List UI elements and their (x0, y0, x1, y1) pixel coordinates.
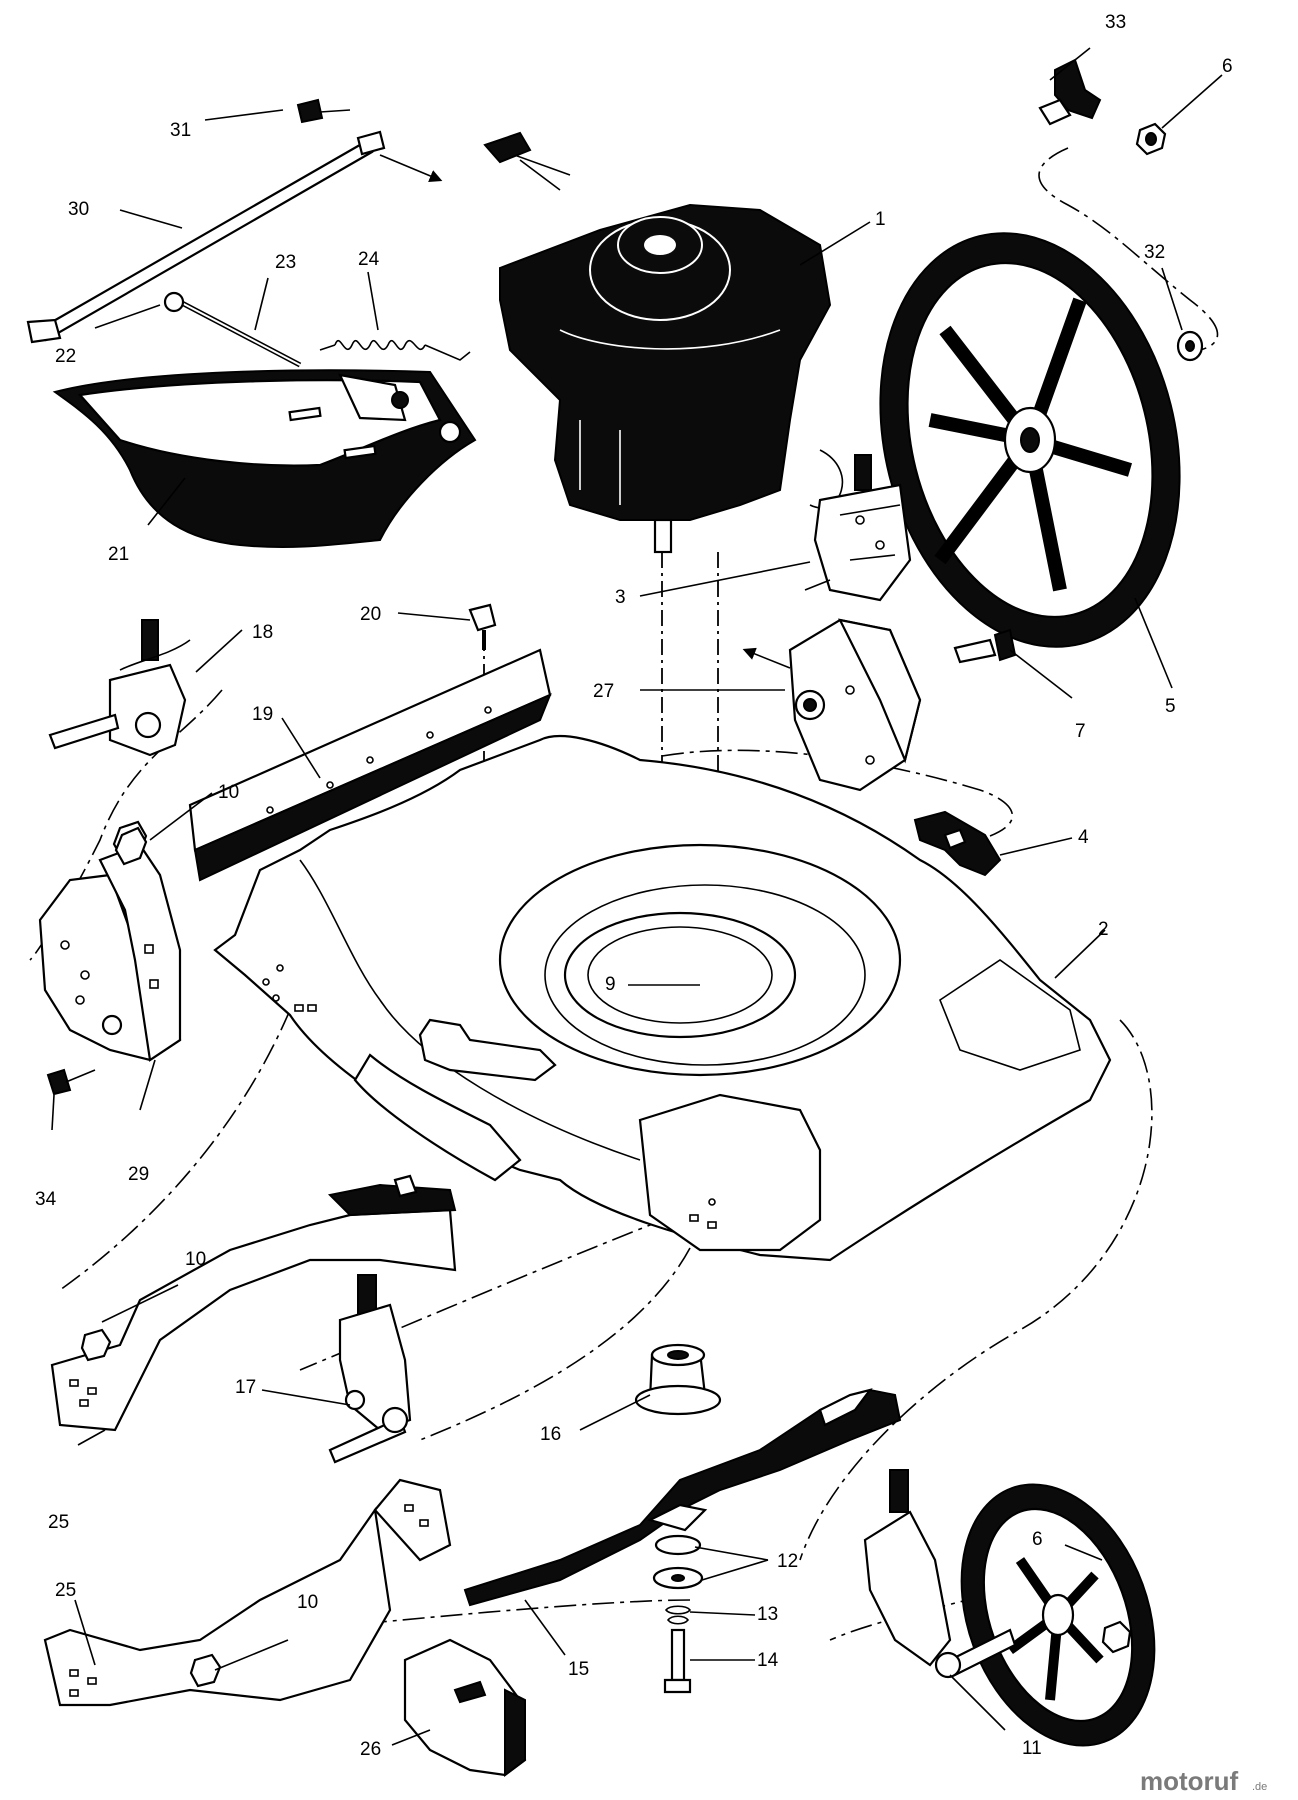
label-part-1: 1 (875, 209, 886, 230)
front-wheel-assembly (863, 1469, 1156, 1747)
label-part-23: 23 (275, 252, 296, 273)
label-part-7: 7 (1075, 721, 1086, 742)
label-part-24: 24 (358, 249, 380, 270)
label-part-17: 17 (235, 1377, 256, 1398)
label-part-19: 19 (252, 704, 273, 725)
wheel-hardware-top (1038, 58, 1204, 362)
watermark-brand: motoruf (1140, 1766, 1239, 1796)
watermark-domain: .de (1252, 1781, 1267, 1793)
label-part-25-a: 25 (48, 1512, 69, 1533)
engine (483, 131, 844, 554)
label-part-5: 5 (1165, 696, 1176, 717)
label-part-16: 16 (540, 1424, 561, 1445)
label-part-10-b: 10 (185, 1249, 206, 1270)
label-part-32: 32 (1144, 242, 1165, 263)
watermark: motoruf .de (1140, 1766, 1267, 1796)
rear-wheel-large (879, 232, 1181, 648)
label-part-27: 27 (593, 681, 614, 702)
mower-deck (213, 734, 1112, 1262)
height-adjuster-left-rear (48, 619, 191, 757)
label-part-14: 14 (757, 1650, 779, 1671)
nut-upper-left (114, 826, 148, 866)
blade-assembly (463, 1343, 902, 1694)
label-part-21: 21 (108, 544, 129, 565)
label-part-6-top: 6 (1222, 56, 1233, 77)
side-deflector-rear (43, 1478, 452, 1707)
label-part-15: 15 (568, 1659, 589, 1680)
side-plate-left (38, 820, 182, 1096)
leader-lines (51, 47, 1223, 1746)
height-adjuster-bracket (788, 618, 1017, 792)
label-part-10-a: 10 (218, 782, 239, 803)
height-adjuster-upper (804, 454, 912, 602)
label-part-2: 2 (1098, 919, 1109, 940)
rear-rod (26, 98, 443, 344)
side-deflector-front (50, 1174, 457, 1432)
label-part-6-bottom: 6 (1032, 1529, 1043, 1550)
label-part-31: 31 (170, 120, 191, 141)
label-part-18: 18 (252, 622, 273, 643)
label-part-22: 22 (55, 346, 76, 367)
label-part-12: 12 (777, 1551, 798, 1572)
label-part-29: 29 (128, 1164, 149, 1185)
label-part-25-b: 25 (55, 1580, 76, 1601)
hinge-rod-and-spring (163, 291, 471, 444)
part-labels: 1 2 3 4 5 6 6 7 9 10 10 10 11 12 13 14 1… (35, 12, 1233, 1760)
label-part-13: 13 (757, 1604, 778, 1625)
label-part-33: 33 (1105, 12, 1126, 33)
label-part-30: 30 (68, 199, 89, 220)
label-part-3: 3 (615, 587, 626, 608)
side-baffle (188, 603, 552, 882)
label-part-20: 20 (360, 604, 381, 625)
rear-deflector (52, 369, 477, 549)
height-adjuster-front-left (328, 1274, 412, 1464)
label-part-26: 26 (360, 1739, 381, 1760)
height-lever-knob (913, 810, 1002, 877)
label-part-10-c: 10 (297, 1592, 318, 1613)
label-part-4: 4 (1078, 827, 1089, 848)
side-skirt (403, 1638, 527, 1777)
label-part-9: 9 (605, 974, 616, 995)
label-part-34: 34 (35, 1189, 57, 1210)
label-part-11: 11 (1022, 1738, 1042, 1759)
